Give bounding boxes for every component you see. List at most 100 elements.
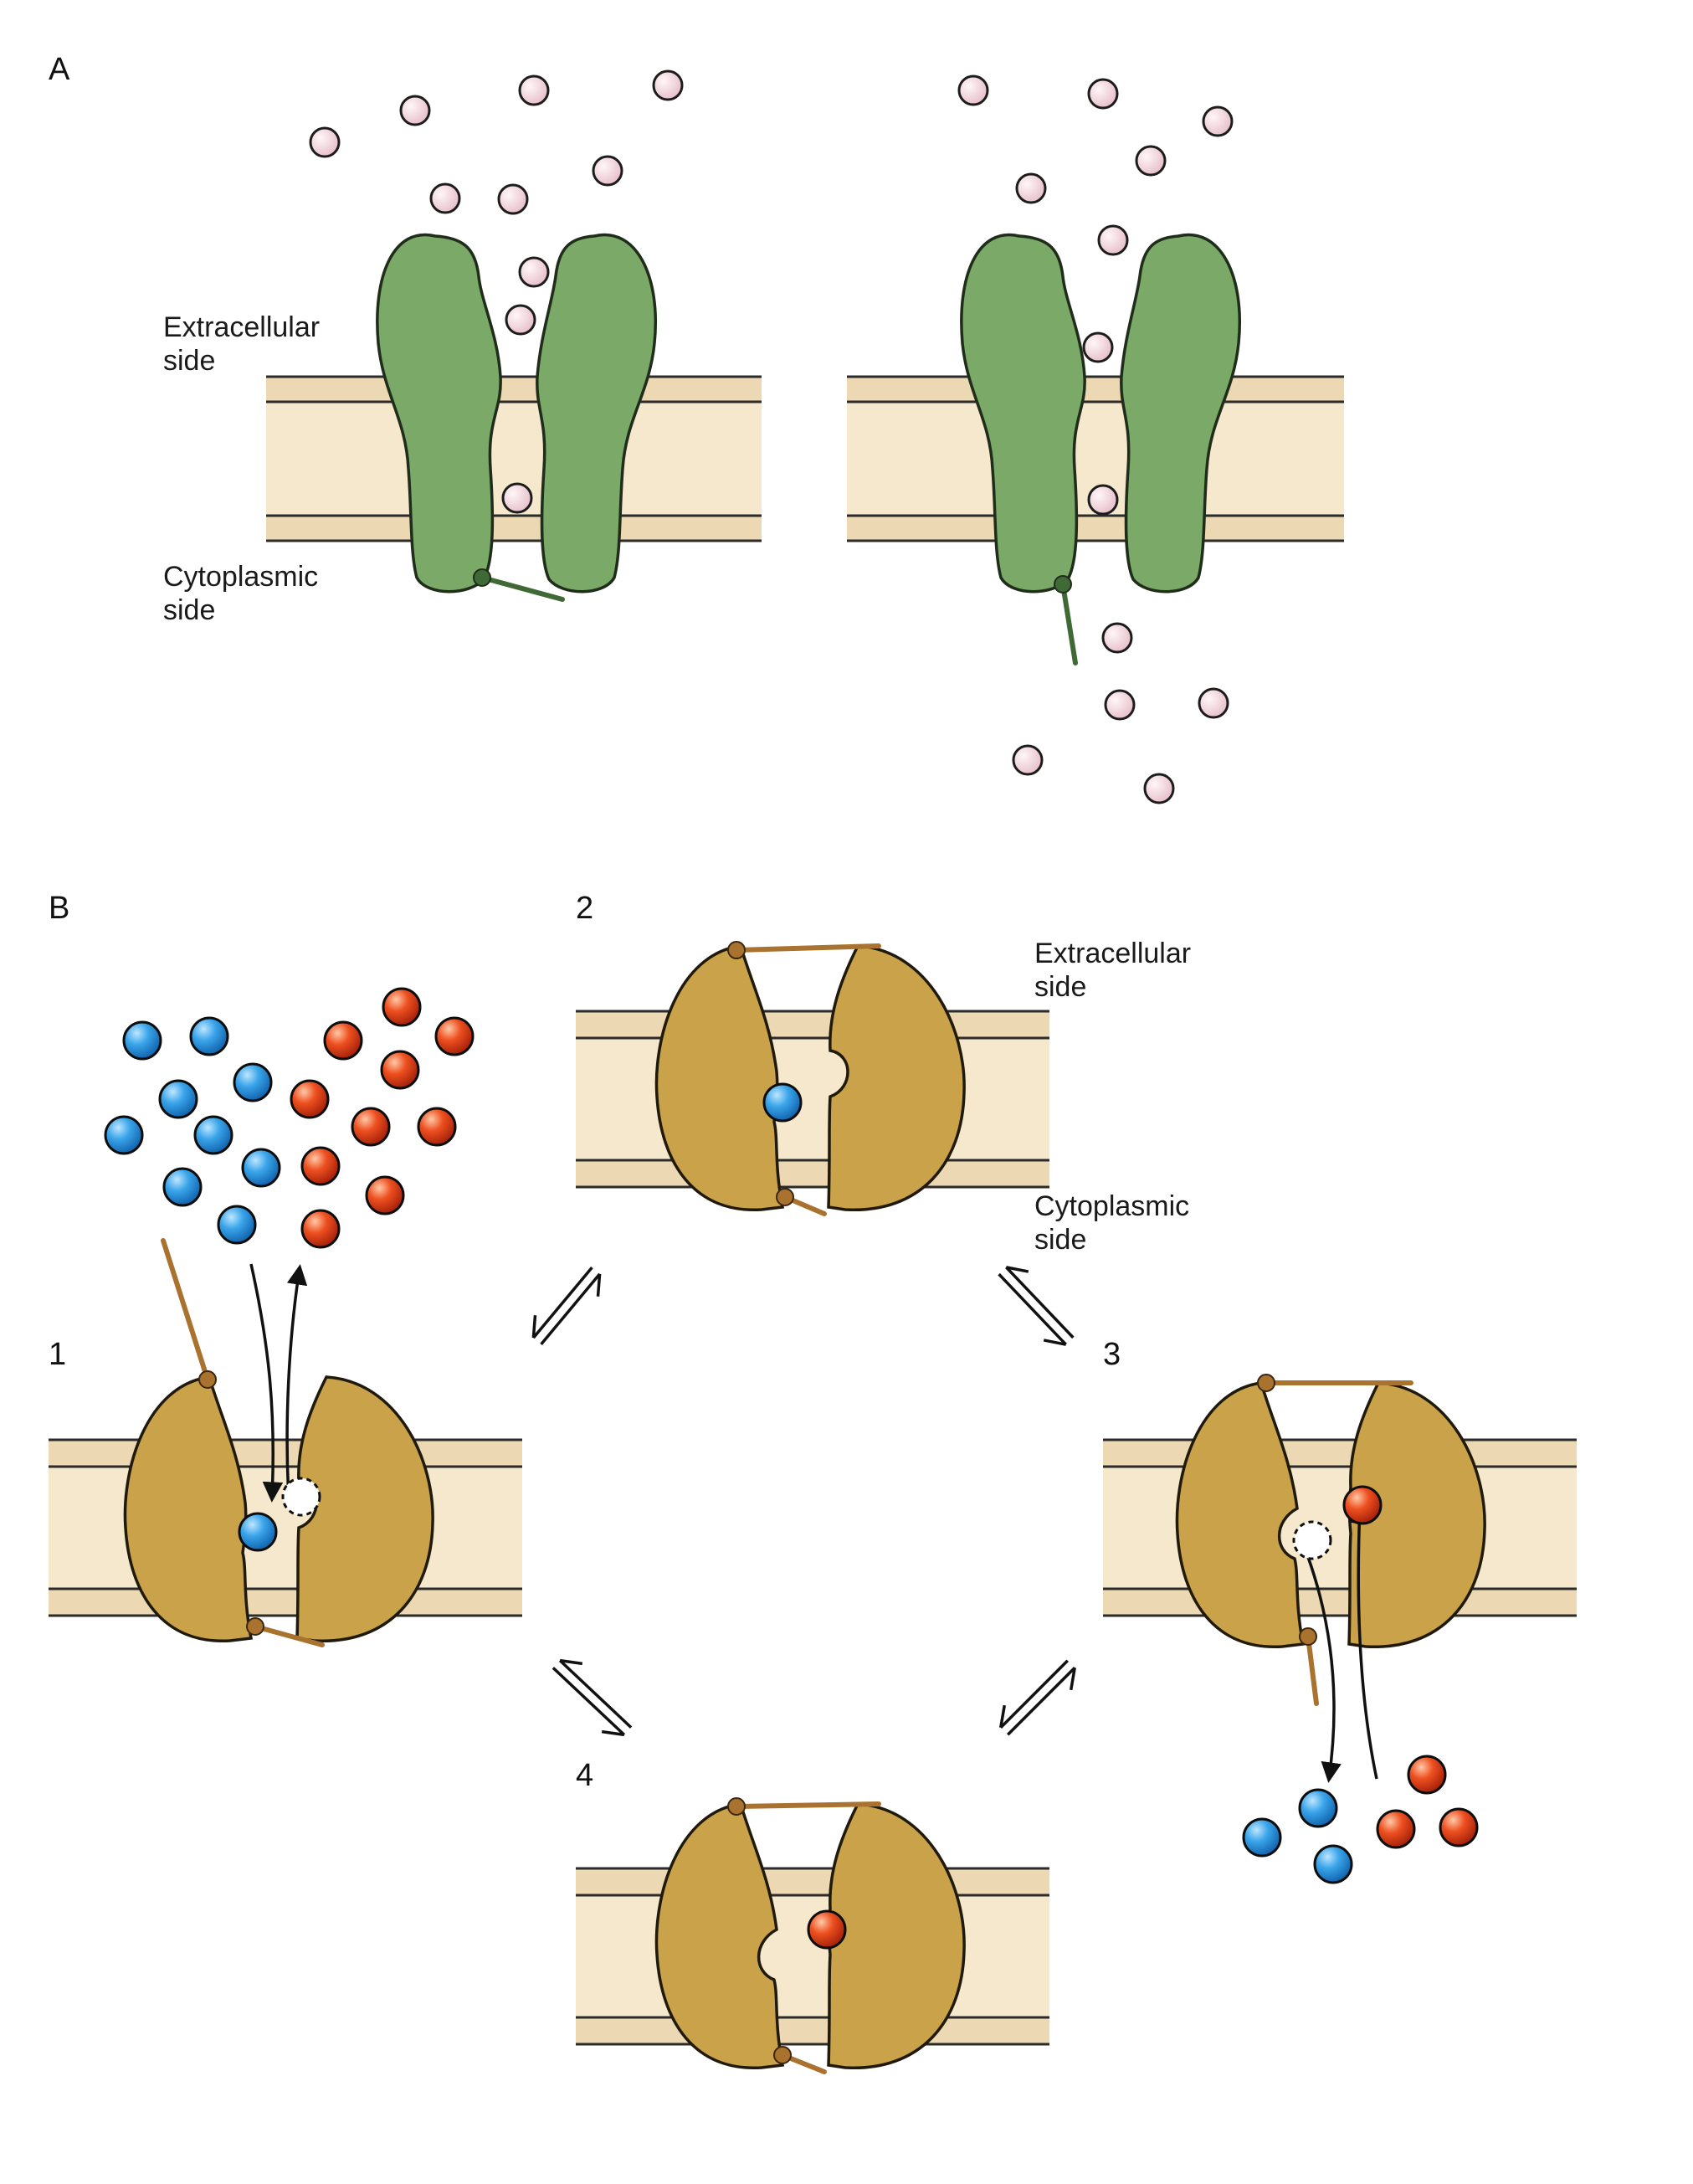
transporter-subunit-left (654, 944, 785, 1211)
pink-ion (497, 183, 529, 215)
pink-ion (957, 75, 989, 106)
pink-ion (309, 126, 341, 158)
outer-gate-open (161, 1238, 210, 1382)
red-ion (1407, 1755, 1447, 1795)
red-ion (351, 1107, 391, 1147)
state-label-3: 3 (1103, 1337, 1121, 1372)
blue-ion-influx-arrow (249, 1263, 284, 1503)
ion-channel-closed (376, 233, 657, 602)
blue-ion (217, 1205, 257, 1245)
blue-ion (193, 1115, 233, 1155)
transporter-subunit-left (123, 1375, 254, 1642)
blue-ion (1242, 1817, 1282, 1858)
red-ion (365, 1175, 405, 1215)
gate-arm-closed (480, 575, 565, 602)
gate-hinge (246, 1617, 264, 1636)
red-ion (300, 1209, 341, 1249)
pink-ion (518, 75, 550, 106)
inner-gate-open (1306, 1634, 1319, 1706)
gate-arm-open (1060, 582, 1078, 665)
red-ion-influx-arrow (1348, 1503, 1378, 1780)
membrane-a-left (266, 375, 762, 542)
blue-ion (104, 1115, 144, 1155)
bound-blue-ion (238, 1512, 278, 1552)
state-label-4: 4 (576, 1758, 593, 1793)
pink-ion (505, 304, 536, 336)
pink-ion (1104, 689, 1136, 721)
ions-exchanged (104, 987, 1479, 1950)
blue-ion (1313, 1844, 1353, 1884)
panel-b-label: B (49, 891, 69, 926)
flux-arrows-state-1 (249, 1263, 308, 1503)
pink-ion (1087, 78, 1119, 110)
state-label-1: 1 (49, 1337, 66, 1372)
gate-hinge (1299, 1627, 1317, 1646)
pink-ion (1012, 744, 1044, 776)
gate-hinge (473, 568, 491, 587)
pink-ion (501, 482, 533, 514)
bound-blue-ion (762, 1082, 803, 1123)
blue-ion (1298, 1788, 1338, 1828)
gate-hinge (727, 1797, 746, 1816)
pink-ion (429, 182, 461, 214)
blue-ion (122, 1020, 162, 1061)
blue-ion (158, 1079, 198, 1119)
pink-ion (652, 69, 684, 101)
membrane-a-right (847, 375, 1344, 542)
empty-binding-site (281, 1477, 321, 1517)
gate-hinge (773, 2046, 792, 2064)
gate-hinge (198, 1370, 217, 1389)
pink-ion (1101, 622, 1133, 654)
red-ion (1439, 1807, 1479, 1847)
pink-ion (592, 155, 623, 187)
gate-hinge (776, 1188, 794, 1206)
transporter-subunit-right (1347, 1381, 1486, 1648)
membrane-b (1103, 1438, 1577, 1617)
panel-a-label: A (49, 52, 70, 87)
pink-ion (1202, 105, 1234, 137)
pink-ion (1082, 331, 1114, 363)
gate-hinge (1054, 575, 1072, 594)
pink-ion (1143, 773, 1175, 804)
pink-ion (1135, 145, 1167, 177)
blue-ion (189, 1016, 229, 1056)
pink-ion (1015, 172, 1047, 204)
red-ion (300, 1146, 341, 1186)
blue-ion (241, 1148, 281, 1188)
red-ion-efflux-arrow (285, 1264, 308, 1499)
bound-red-ion (807, 1909, 847, 1950)
pink-ion (518, 256, 550, 288)
transporter-state-3 (1175, 1374, 1486, 1706)
cytoplasmic-label-a: Cytoplasmic side (163, 561, 326, 626)
red-ion (434, 1016, 475, 1056)
equilibrium-arrow (531, 1267, 602, 1345)
cytoplasmic-label-b: Cytoplasmic side (1034, 1190, 1198, 1256)
ion-channel-open (960, 233, 1241, 665)
transporter-subunit-right (827, 1802, 966, 2069)
membrane-b (49, 1438, 522, 1617)
equilibrium-arrow (998, 1266, 1075, 1346)
transporter-state-1 (123, 1238, 434, 1647)
pink-ion (1087, 484, 1119, 516)
pink-ion (399, 95, 431, 126)
equilibrium-arrows (531, 1266, 1076, 1737)
state-label-2: 2 (576, 891, 593, 926)
red-ion (290, 1079, 330, 1119)
channel-subunit-right (1120, 233, 1241, 594)
bound-red-ion (1342, 1485, 1383, 1525)
outer-gate-closed (734, 943, 881, 953)
transporters (49, 941, 1577, 2074)
transporter-subunit-right (827, 944, 966, 1211)
blue-ion (162, 1167, 203, 1207)
membrane-b (576, 1010, 1049, 1189)
red-ion (1376, 1809, 1416, 1849)
red-ion (323, 1020, 363, 1061)
pink-ion (1198, 687, 1229, 719)
channel-subunit-right (536, 233, 657, 594)
gate-hinge (727, 941, 746, 959)
flux-arrows-state-3 (1306, 1503, 1378, 1783)
ions-pink (309, 69, 1234, 804)
membrane-b (576, 1867, 1049, 2046)
inner-gate-closed (253, 1624, 325, 1647)
transporter-state-4 (654, 1797, 966, 2074)
